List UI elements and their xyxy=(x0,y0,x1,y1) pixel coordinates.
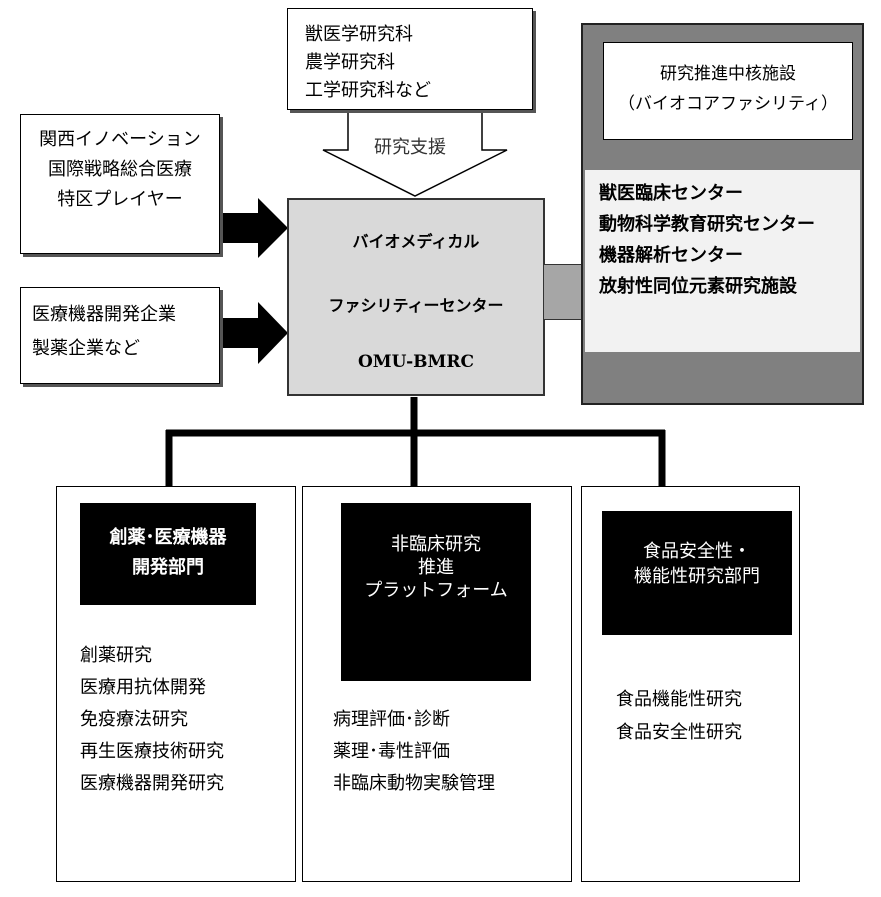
department-item: 病理評価･診断 xyxy=(333,709,450,730)
facility-item: 機器解析センター xyxy=(599,245,743,266)
department-header-line: 推進 xyxy=(418,557,454,578)
department-item-list: 病理評価･診断 薬理･毒性評価 非臨床動物実験管理 xyxy=(333,704,495,800)
department-item: 薬理･毒性評価 xyxy=(333,741,450,762)
support-arrow xyxy=(322,109,508,197)
support-line: 獣医学研究科 xyxy=(305,24,413,45)
center-abbreviation: OMU-BMRC xyxy=(357,352,475,372)
department-item: 免疫療法研究 xyxy=(80,709,188,730)
department-item: 食品機能性研究 xyxy=(616,689,742,710)
department-header-line: プラットフォーム xyxy=(364,580,508,601)
department-item: 非臨床動物実験管理 xyxy=(333,773,495,794)
core-title-box: 研究推進中核施設 （バイオコアファシリティ） xyxy=(603,42,853,140)
company-partner-box: 医療機器開発企業 製薬企業など xyxy=(20,287,220,384)
department-food-safety: 食品安全性・ 機能性研究部門 食品機能性研究 食品安全性研究 xyxy=(581,486,800,882)
department-item: 医療用抗体開発 xyxy=(80,677,206,698)
department-header: 非臨床研究 推進 プラットフォーム xyxy=(341,503,531,681)
department-header: 食品安全性・ 機能性研究部門 xyxy=(602,511,792,635)
support-arrow-label: 研究支援 xyxy=(374,137,446,158)
kansai-line: 特区プレイヤー xyxy=(57,189,183,210)
department-item-list: 創薬研究 医療用抗体開発 免疫療法研究 再生医療技術研究 医療機器開発研究 xyxy=(80,640,224,800)
department-nonclinical: 非臨床研究 推進 プラットフォーム 病理評価･診断 薬理･毒性評価 非臨床動物実… xyxy=(302,486,572,882)
core-connector xyxy=(543,264,583,320)
department-header-line: 機能性研究部門 xyxy=(634,566,760,587)
kansai-partner-box: 関西イノベーション 国際戦略総合医療 特区プレイヤー xyxy=(20,114,220,254)
department-item: 食品安全性研究 xyxy=(616,722,742,743)
kansai-line: 関西イノベーション xyxy=(39,129,201,150)
department-header-line: 非臨床研究 xyxy=(391,534,481,555)
org-tree xyxy=(165,397,666,486)
department-item-list: 食品機能性研究 食品安全性研究 xyxy=(616,683,742,749)
department-header-line: 食品安全性・ xyxy=(643,541,751,562)
kansai-line: 国際戦略総合医療 xyxy=(48,159,192,180)
core-title-line: 研究推進中核施設 xyxy=(660,64,796,84)
support-line: 工学研究科など xyxy=(305,80,431,101)
companies-arrow xyxy=(220,302,288,364)
department-header-line: 創薬･医療機器 xyxy=(109,527,227,548)
center-name-line: ファシリティーセンター xyxy=(328,296,504,315)
kansai-arrow xyxy=(220,198,288,258)
bmrc-center-box: バイオメディカル ファシリティーセンター OMU-BMRC xyxy=(287,198,545,396)
department-item: 創薬研究 xyxy=(80,645,152,666)
research-support-box: 獣医学研究科 農学研究科 工学研究科など xyxy=(287,8,533,110)
support-line: 農学研究科 xyxy=(305,52,395,73)
department-header-line: 開発部門 xyxy=(132,557,204,578)
facility-item: 放射性同位元素研究施設 xyxy=(599,276,797,297)
department-item: 再生医療技術研究 xyxy=(80,741,224,762)
company-line: 医療機器開発企業 xyxy=(32,304,176,325)
facility-item: 獣医臨床センター xyxy=(599,183,743,204)
core-title-line: （バイオコアファシリティ） xyxy=(618,94,838,114)
department-drug-device: 創薬･医療機器 開発部門 創薬研究 医療用抗体開発 免疫療法研究 再生医療技術研… xyxy=(56,486,296,882)
core-facility-list: 獣医臨床センター 動物科学教育研究センター 機器解析センター 放射性同位元素研究… xyxy=(585,170,860,352)
department-item: 医療機器開発研究 xyxy=(80,773,224,794)
department-header: 創薬･医療機器 開発部門 xyxy=(80,503,256,605)
center-name-line: バイオメディカル xyxy=(352,232,480,251)
facility-item: 動物科学教育研究センター xyxy=(599,214,815,235)
core-facility-panel: 研究推進中核施設 （バイオコアファシリティ） 獣医臨床センター 動物科学教育研究… xyxy=(581,23,864,405)
company-line: 製薬企業など xyxy=(32,338,140,359)
